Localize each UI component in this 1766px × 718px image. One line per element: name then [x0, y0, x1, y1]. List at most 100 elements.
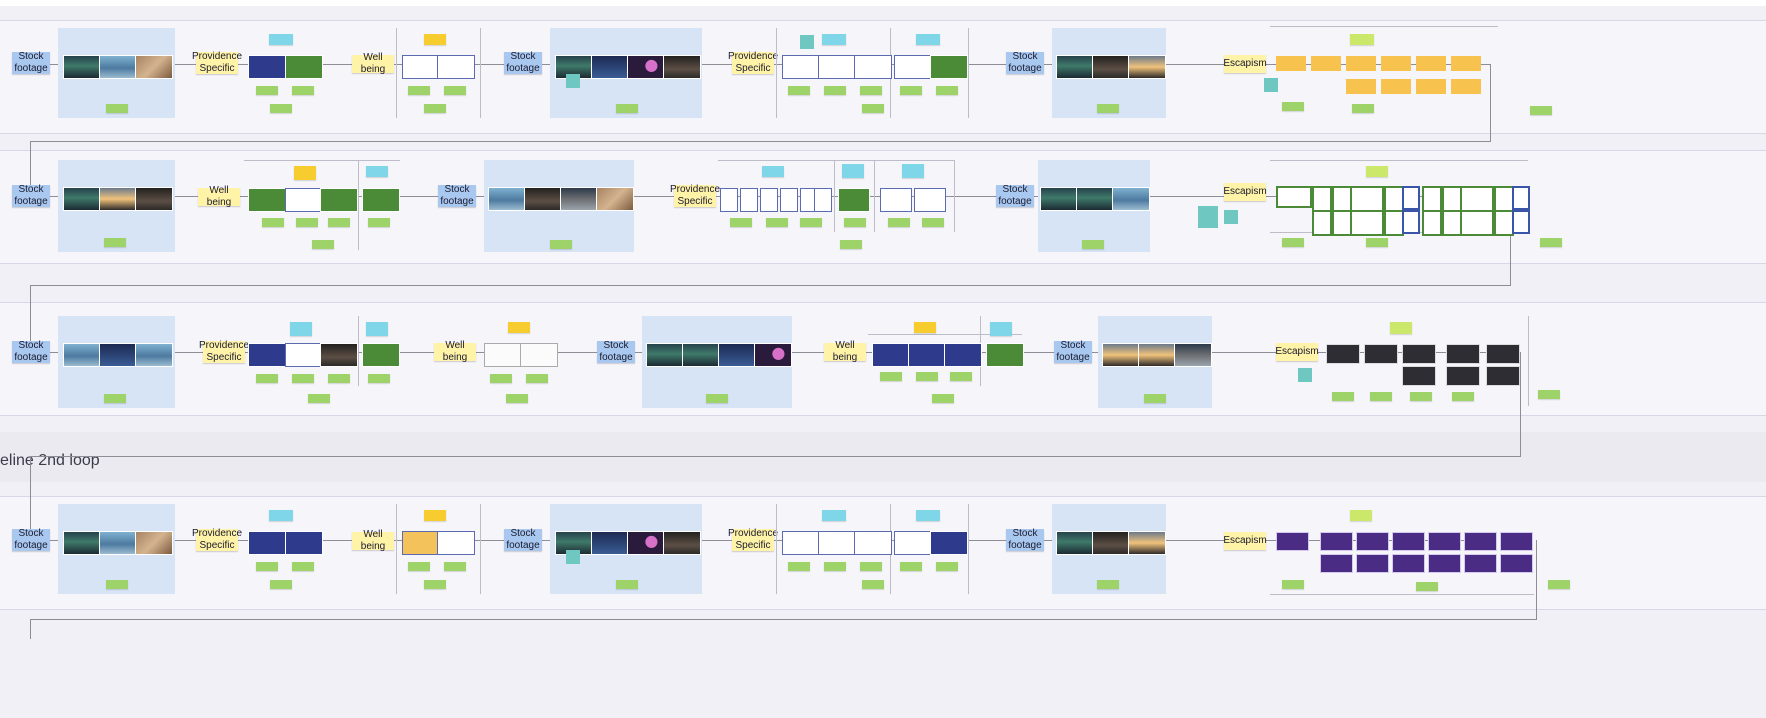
- stock-thumbnail[interactable]: [1138, 343, 1176, 367]
- slide-thumbnail[interactable]: [782, 531, 820, 555]
- slide-thumbnail[interactable]: [930, 531, 968, 555]
- activity-card[interactable]: [1350, 210, 1384, 236]
- sticky-note[interactable]: [1540, 238, 1562, 247]
- escapism-label[interactable]: Escapism: [1223, 55, 1267, 73]
- slide-thumbnail[interactable]: [880, 188, 912, 212]
- tag-note[interactable]: [1390, 322, 1412, 334]
- sticky-note[interactable]: [788, 562, 810, 571]
- slide-thumbnail[interactable]: [894, 55, 932, 79]
- activity-card[interactable]: [1326, 344, 1360, 364]
- sticky-note[interactable]: [1332, 392, 1354, 401]
- activity-card[interactable]: [1460, 210, 1494, 236]
- activity-card[interactable]: [1384, 210, 1404, 236]
- activity-card[interactable]: [1446, 366, 1480, 386]
- slide-thumbnail[interactable]: [402, 55, 440, 79]
- activity-card[interactable]: [1428, 532, 1461, 551]
- wellbeing-label[interactable]: Well being: [434, 340, 476, 363]
- slide-thumbnail[interactable]: [248, 55, 286, 79]
- providence-label[interactable]: Providence Specific: [198, 340, 250, 363]
- sticky-note[interactable]: [424, 580, 446, 589]
- sticky-note[interactable]: [312, 240, 334, 249]
- sticky-note[interactable]: [1530, 106, 1552, 115]
- stock-thumbnail[interactable]: [135, 531, 173, 555]
- stock-thumbnail[interactable]: [1102, 343, 1140, 367]
- slide-thumbnail[interactable]: [248, 343, 286, 367]
- stock-thumbnail[interactable]: [1128, 55, 1166, 79]
- stock-footage-label[interactable]: Stock footage: [996, 184, 1034, 207]
- sticky-note[interactable]: [730, 218, 752, 227]
- slide-thumbnail[interactable]: [285, 343, 323, 367]
- activity-card[interactable]: [1320, 532, 1353, 551]
- sticky-note[interactable]: [936, 86, 958, 95]
- stock-thumbnail[interactable]: [1040, 187, 1078, 211]
- sticky-note[interactable]: [292, 86, 314, 95]
- slide-thumbnail[interactable]: [437, 531, 475, 555]
- slide-thumbnail[interactable]: [908, 343, 946, 367]
- activity-card[interactable]: [1402, 344, 1436, 364]
- slide-thumbnail[interactable]: [780, 188, 798, 212]
- activity-card[interactable]: [1276, 56, 1306, 71]
- activity-card[interactable]: [1350, 186, 1384, 212]
- stock-footage-label[interactable]: Stock footage: [504, 528, 542, 551]
- tag-note[interactable]: [902, 164, 924, 178]
- activity-card[interactable]: [1494, 186, 1514, 212]
- slide-thumbnail[interactable]: [248, 531, 286, 555]
- stock-thumbnail[interactable]: [135, 343, 173, 367]
- stock-thumbnail[interactable]: [63, 343, 101, 367]
- activity-card[interactable]: [1512, 186, 1530, 210]
- stock-footage-label[interactable]: Stock footage: [12, 184, 50, 207]
- sticky-note[interactable]: [328, 374, 350, 383]
- slide-thumbnail[interactable]: [818, 531, 856, 555]
- stock-thumbnail[interactable]: [591, 55, 629, 79]
- sticky-note[interactable]: [1144, 394, 1166, 403]
- sticky-note[interactable]: [550, 240, 572, 249]
- sticky-note[interactable]: [308, 394, 330, 403]
- stock-thumbnail[interactable]: [627, 55, 665, 79]
- tag-note[interactable]: [424, 34, 446, 45]
- slide-thumbnail[interactable]: [782, 55, 820, 79]
- stock-thumbnail[interactable]: [135, 55, 173, 79]
- sticky-note[interactable]: [922, 218, 944, 227]
- wellbeing-label[interactable]: Well being: [352, 529, 394, 552]
- activity-card[interactable]: [1392, 554, 1425, 573]
- tag-note[interactable]: [842, 164, 864, 178]
- sticky-note[interactable]: [328, 218, 350, 227]
- teal-note[interactable]: [566, 74, 580, 88]
- stock-footage-label[interactable]: Stock footage: [597, 340, 635, 363]
- tag-note[interactable]: [294, 166, 316, 180]
- sticky-note[interactable]: [844, 218, 866, 227]
- tag-note[interactable]: [269, 34, 293, 45]
- sticky-note[interactable]: [616, 580, 638, 589]
- sticky-note[interactable]: [262, 218, 284, 227]
- sticky-note[interactable]: [800, 218, 822, 227]
- stock-thumbnail[interactable]: [646, 343, 684, 367]
- activity-card[interactable]: [1276, 186, 1312, 208]
- slide-thumbnail[interactable]: [437, 55, 475, 79]
- tag-note[interactable]: [269, 510, 293, 521]
- activity-card[interactable]: [1416, 79, 1446, 94]
- slide-thumbnail[interactable]: [285, 55, 323, 79]
- tag-note[interactable]: [290, 322, 312, 336]
- activity-card[interactable]: [1451, 56, 1481, 71]
- slide-thumbnail[interactable]: [285, 188, 323, 212]
- stock-thumbnail[interactable]: [488, 187, 526, 211]
- sticky-note[interactable]: [368, 218, 390, 227]
- activity-card[interactable]: [1428, 554, 1461, 573]
- sticky-note[interactable]: [1416, 582, 1438, 591]
- sticky-note[interactable]: [1366, 238, 1388, 247]
- stock-footage-label[interactable]: Stock footage: [438, 184, 476, 207]
- tag-note[interactable]: [762, 166, 784, 177]
- activity-card[interactable]: [1356, 554, 1389, 573]
- activity-card[interactable]: [1494, 210, 1514, 236]
- sticky-note[interactable]: [1097, 580, 1119, 589]
- slide-thumbnail[interactable]: [894, 531, 932, 555]
- sticky-note[interactable]: [368, 374, 390, 383]
- stock-thumbnail[interactable]: [1092, 531, 1130, 555]
- stock-thumbnail[interactable]: [718, 343, 756, 367]
- teal-note[interactable]: [1198, 206, 1218, 228]
- stock-thumbnail[interactable]: [99, 187, 137, 211]
- activity-card[interactable]: [1392, 532, 1425, 551]
- slide-thumbnail[interactable]: [986, 343, 1024, 367]
- activity-card[interactable]: [1320, 554, 1353, 573]
- sticky-note[interactable]: [824, 562, 846, 571]
